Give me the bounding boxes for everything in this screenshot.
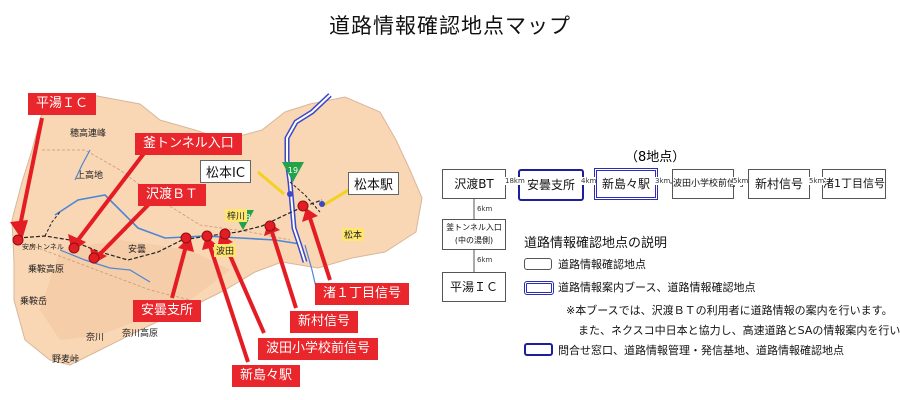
distance-label: 5km (809, 177, 825, 185)
distance-label: 4km (581, 177, 597, 185)
place-azumi-tunnel: 安房トンネル (22, 243, 64, 251)
place-azumi: 安曇 (128, 245, 147, 255)
legend-title: 道路情報確認地点の説明 (524, 236, 668, 251)
marker-icon (264, 220, 276, 232)
chain-box-hata: 波田小学校前信号 (672, 169, 745, 199)
legend-note1: ※本ブースでは、沢渡ＢＴの利用者に道路情報の案内を行います。 (566, 304, 893, 317)
chain-box-azumi: 安曇支所 (518, 169, 584, 201)
arrow-icon (10, 117, 44, 240)
region-boundary (42, 149, 291, 241)
place-kamikochi: 上高地 (76, 171, 104, 181)
station-dot (319, 201, 325, 207)
marker-icon (297, 200, 309, 212)
place-nomugitoge: 野麦峠 (52, 355, 80, 365)
route-shield-icon (282, 162, 304, 182)
label-pointer (321, 186, 353, 208)
chain-heading: （8地点） (625, 150, 686, 165)
callout-shinshimashima: 新島々駅 (232, 365, 301, 387)
place-narakawa: 奈川 (86, 333, 105, 343)
label-matsumoto-eki: 松本駅 (348, 172, 400, 195)
distance-label: 6km (477, 205, 493, 213)
distance-label: 5km (733, 177, 749, 185)
marker-icon (219, 228, 231, 240)
marker-icon (12, 234, 24, 246)
river (54, 194, 301, 245)
place-norikura-kogen: 乗鞍高原 (28, 265, 65, 275)
page-title: 道路情報確認地点マップ (329, 14, 571, 38)
legend-swatch-booth (524, 281, 554, 295)
station-dot (287, 191, 293, 197)
side-road (289, 181, 321, 213)
callout-kama-tunnel: 釜トンネル入口 (135, 133, 242, 155)
legend-swatch-office (524, 343, 553, 356)
callout-nagisa: 渚１丁目信号 (315, 283, 410, 305)
place-hotaka-renpo: 穂高連峰 (70, 129, 107, 139)
arrow-icon (302, 208, 332, 281)
marker-icon (68, 242, 80, 254)
place-norikuradake: 乗鞍岳 (20, 297, 48, 307)
marker-icon (180, 232, 192, 244)
distance-label: 6km (477, 256, 493, 264)
callout-sawando-bt: 沢渡ＢＴ (138, 184, 207, 206)
chain-box-nagisa: 渚1丁目信号 (822, 169, 886, 199)
place-hata: 波田 (214, 244, 237, 257)
callout-azumi-shisho: 安曇支所 (133, 300, 202, 322)
legend-item3: 問合せ窓口、道路情報管理・発信基地、道路情報確認地点 (558, 344, 844, 357)
label-matsumoto-ic: 松本IC (200, 160, 251, 183)
chain-box-hirayu: 平湯ＩＣ (442, 272, 506, 302)
place-azusagawa: 梓川 (225, 209, 248, 222)
chain-box-niimura: 新村信号 (748, 169, 810, 199)
region-boundary (29, 244, 191, 301)
river (74, 149, 91, 181)
callout-hata-school: 波田小学校前信号 (258, 338, 379, 360)
legend-note2: また、ネクスコ中日本と協力し、高速道路とSAの情報案内を行います。 (578, 324, 900, 337)
river (59, 249, 151, 283)
place-matsumoto: 松本 (342, 228, 365, 241)
callout-hirayu-ic: 平湯ＩＣ (28, 93, 97, 115)
legend-item2: 道路情報案内ブース、道路情報確認地点 (558, 281, 756, 294)
callout-niimura: 新村信号 (290, 311, 359, 333)
legend-swatch-check-point (524, 258, 552, 270)
route-number-19: 19 (288, 166, 298, 175)
distance-label: 3km (655, 177, 671, 185)
side-road (44, 211, 61, 237)
label-pointer (257, 170, 285, 196)
chain-box-sawando: 沢渡BT (442, 169, 506, 199)
legend-item1: 道路情報確認地点 (558, 258, 646, 271)
place-nagawa-kogen: 奈川高原 (122, 329, 159, 339)
marker-icon (201, 230, 213, 242)
chain-box-kama: 釜トンネル入口 (中の湯側) (442, 219, 506, 250)
marker-icon (88, 252, 100, 264)
chain-box-shinshimashima: 新島々駅 (594, 168, 658, 200)
distance-label: 18km (505, 177, 525, 185)
